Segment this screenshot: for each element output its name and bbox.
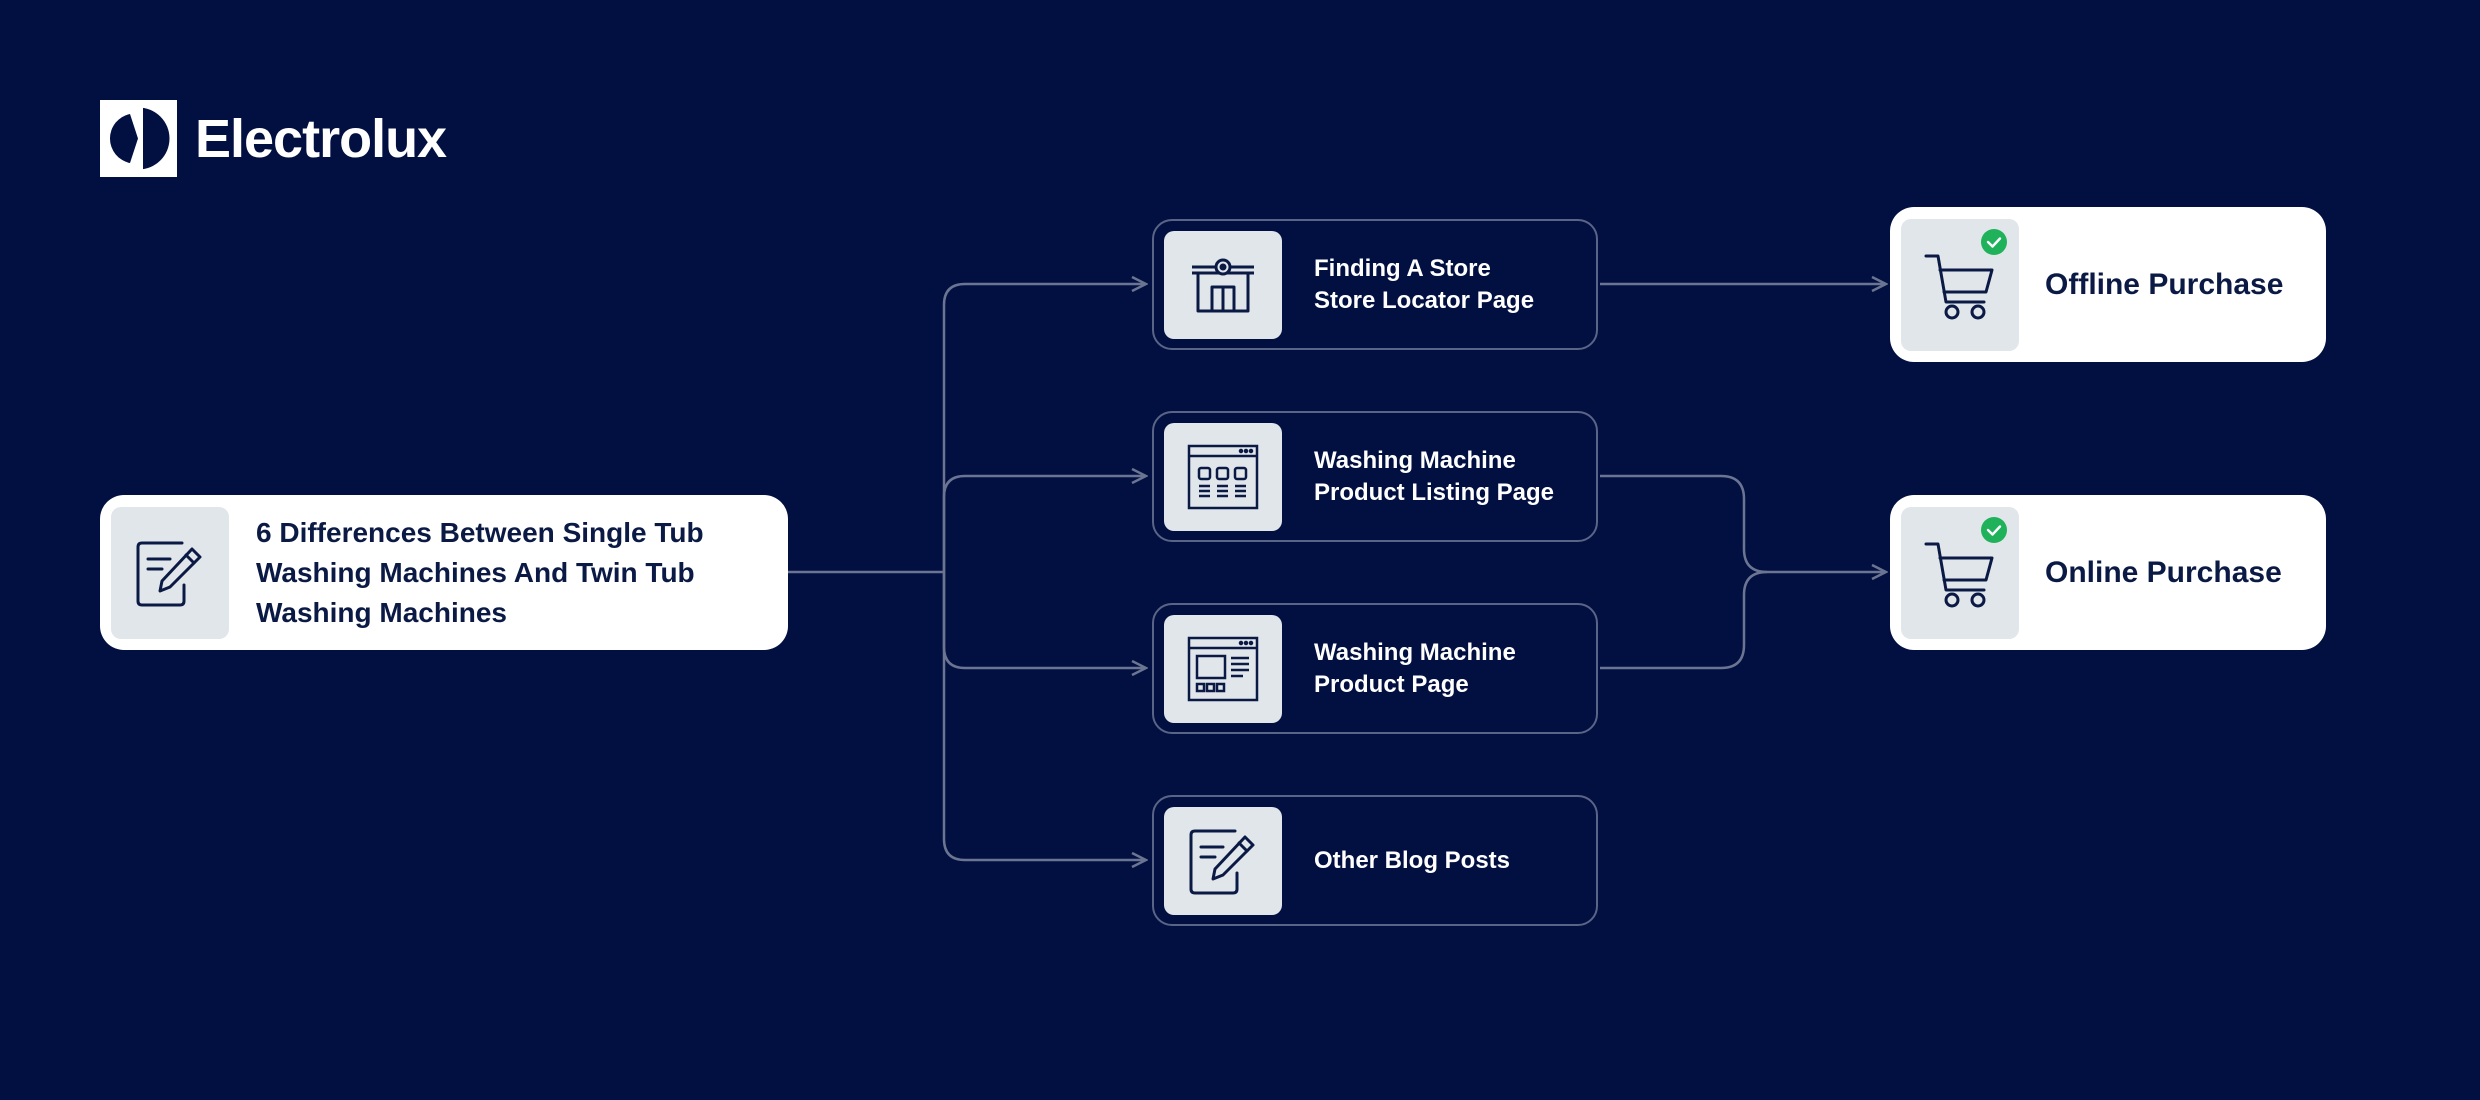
store-icon — [1164, 230, 1282, 339]
online-purchase-label: Online Purchase — [2045, 555, 2282, 589]
edit-note-icon — [111, 506, 229, 639]
connector-listing-to-online — [1600, 474, 1886, 572]
offline-purchase-label: Offline Purchase — [2045, 267, 2284, 301]
connector-product-to-online — [1600, 570, 1768, 670]
electrolux-logo: Electrolux — [100, 100, 447, 177]
product-listing-label: Washing Machine Product Listing Page — [1314, 446, 1555, 506]
node-product-listing-page: Washing Machine Product Listing Page — [1152, 411, 1598, 542]
connector-to-listing — [942, 476, 1146, 572]
edit-note-icon — [1164, 806, 1282, 915]
node-other-blog-posts: Other Blog Posts — [1152, 795, 1598, 926]
connector-to-store — [942, 284, 1146, 572]
brand-name: Electrolux — [195, 108, 447, 169]
source-node-label: 6 Differences Between Single Tub Washing… — [256, 516, 704, 628]
check-icon — [1981, 516, 2007, 543]
node-product-page: Washing Machine Product Page — [1152, 603, 1598, 734]
node-online-purchase: Online Purchase — [1890, 495, 2326, 650]
product-listing-icon — [1164, 422, 1282, 531]
product-page-icon — [1164, 614, 1282, 723]
connector-to-blog — [942, 572, 1146, 860]
node-offline-purchase: Offline Purchase — [1890, 207, 2326, 362]
check-icon — [1981, 228, 2007, 255]
product-page-label: Washing Machine Product Page — [1314, 638, 1516, 698]
electrolux-logo-icon — [100, 100, 177, 177]
shopping-cart-icon — [1901, 218, 2019, 351]
other-blog-posts-label: Other Blog Posts — [1314, 846, 1511, 874]
source-blog-post-node: 6 Differences Between Single Tub Washing… — [100, 495, 788, 650]
shopping-cart-icon — [1901, 506, 2019, 639]
connector-to-product — [942, 572, 1146, 668]
node-store-locator-page: Finding A Store Store Locator Page — [1152, 219, 1598, 350]
store-locator-label: Finding A Store Store Locator Page — [1314, 254, 1535, 314]
